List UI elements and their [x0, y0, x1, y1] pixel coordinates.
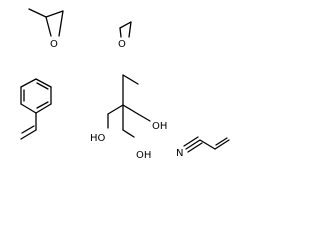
ethylene-oxide-molecule: O — [118, 21, 132, 50]
ring-double-bond — [36, 82, 49, 90]
chain-bond — [199, 139, 216, 150]
hydroxyl-label-right: OH — [152, 121, 167, 132]
hydroxyl-label-bottom: OH — [136, 150, 151, 161]
vinyl-double-bond-outer — [20, 129, 37, 140]
ch2-left-bond — [107, 104, 124, 115]
ring-bond-c-o-right — [128, 21, 132, 38]
ring-bond-c-c — [45, 10, 64, 18]
propylene-oxide-molecule: O — [28, 8, 64, 50]
ring-bond-c-c — [119, 21, 132, 29]
styrene-molecule — [20, 78, 52, 140]
nitrile-triple-bond — [185, 139, 201, 150]
ring-bond-c-o-right — [58, 10, 64, 37]
ring-double-bond — [36, 101, 49, 109]
oxygen-label: O — [118, 39, 126, 50]
trimethylolpropane-molecule: HO OH OH — [90, 74, 167, 161]
ring-bond — [20, 103, 37, 114]
vinyl-double-bond-inner — [21, 125, 35, 134]
structure-drawing: O O — [20, 8, 230, 161]
oh-right-bond — [137, 113, 151, 122]
oh-bottom-bond — [122, 129, 135, 138]
ring-bond-c-o-left — [119, 27, 122, 38]
ring-bond — [35, 103, 52, 114]
ethyl-terminal-bond — [122, 74, 139, 85]
chemical-structure-canvas: O O — [20, 8, 230, 161]
hydroxyl-label-left: HO — [90, 133, 106, 144]
oxygen-label: O — [50, 39, 58, 50]
vinyl-double-bond-inner — [215, 137, 228, 146]
acrylonitrile-molecule: N — [176, 136, 230, 159]
vinyl-double-bond-outer — [214, 139, 230, 150]
nitrile-triple-bond — [187, 142, 203, 153]
ring-bond-c-o-left — [45, 16, 52, 37]
ch2-right-bond — [122, 104, 139, 115]
methyl-bond — [28, 8, 47, 18]
ring-bond — [20, 78, 37, 88]
nitrile-triple-bond — [183, 136, 199, 147]
ring-bond — [35, 78, 52, 88]
nitrogen-label: N — [176, 148, 183, 159]
